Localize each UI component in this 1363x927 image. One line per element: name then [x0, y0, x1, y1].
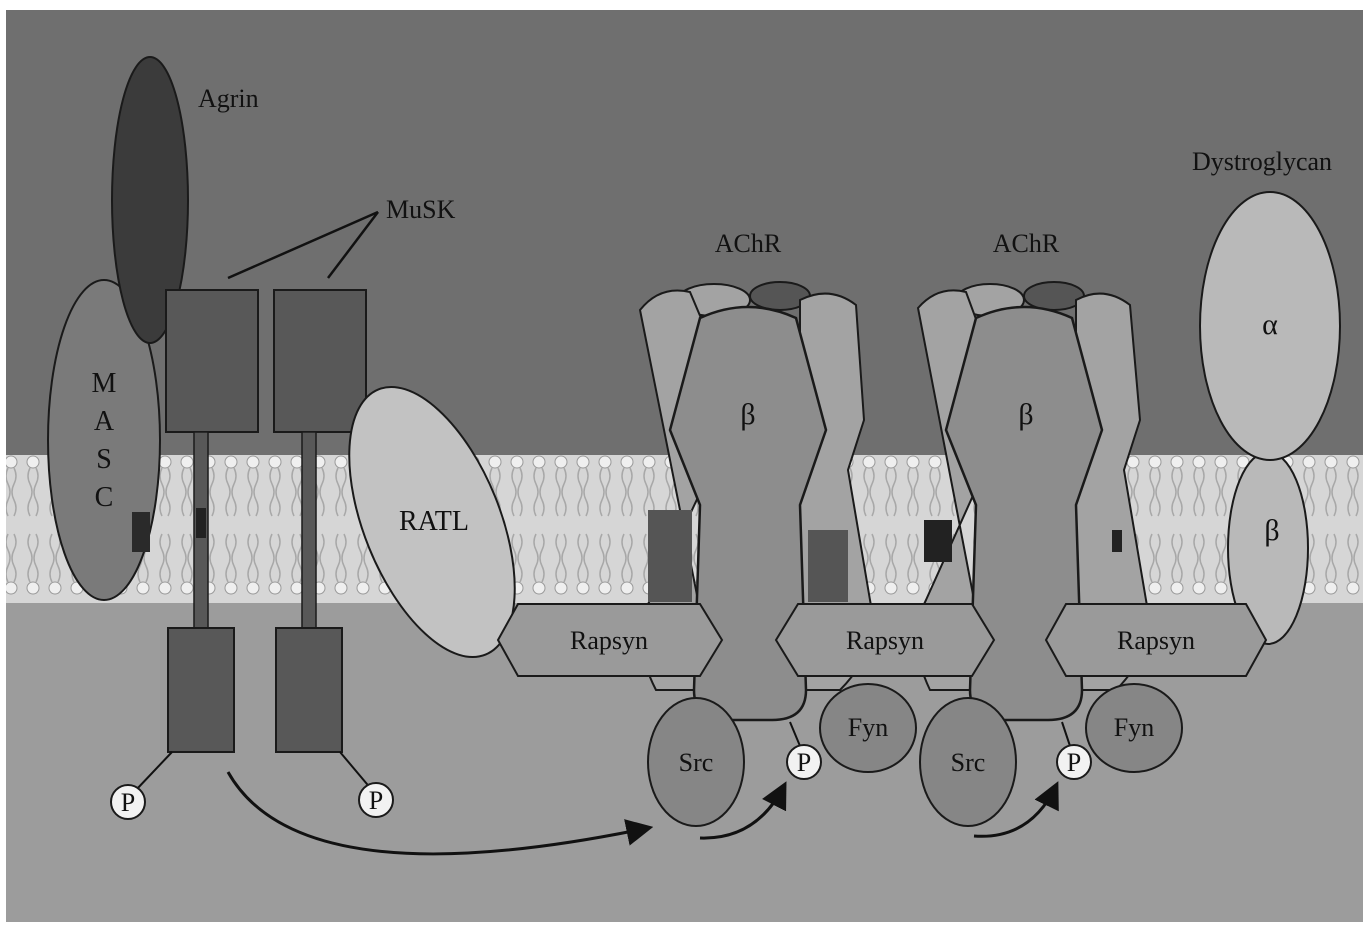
phosphate-label-achr-1: P	[797, 748, 811, 777]
ratl-label: RATL	[399, 506, 469, 537]
fyn-1-label: Fyn	[848, 713, 888, 742]
dystroglycan-alpha-label: α	[1262, 308, 1278, 341]
musk-label: MuSK	[386, 195, 456, 224]
masc-letter-a: A	[94, 406, 115, 437]
achr-right-label: AChR	[993, 229, 1060, 258]
dystroglycan-label: Dystroglycan	[1192, 147, 1332, 176]
achr-left-beta-label: β	[740, 398, 755, 431]
masc-letter-c: C	[95, 482, 114, 513]
agrin-label: Agrin	[198, 84, 259, 113]
phosphate-label-musk-left: P	[121, 788, 135, 817]
src-1-label: Src	[679, 748, 714, 777]
rapsyn-1-label: Rapsyn	[570, 626, 648, 655]
achr-right-beta-label: β	[1018, 398, 1033, 431]
masc-membrane-anchor	[132, 512, 150, 552]
fyn-2-label: Fyn	[1114, 713, 1154, 742]
dystroglycan-beta-label: β	[1264, 514, 1279, 547]
phosphate-label-musk-right: P	[369, 786, 383, 815]
masc-letter-m: M	[92, 368, 117, 399]
musk-kinase-left	[168, 628, 234, 752]
musk-extracellular-left	[166, 290, 258, 432]
achr-left-label: AChR	[715, 229, 782, 258]
phosphate-label-achr-2: P	[1067, 748, 1081, 777]
rapsyn-3-label: Rapsyn	[1117, 626, 1195, 655]
src-2-label: Src	[951, 748, 986, 777]
rapsyn-2-label: Rapsyn	[846, 626, 924, 655]
masc-letter-s: S	[96, 444, 112, 475]
musk-transmembrane-right	[302, 432, 316, 630]
musk-tm-mark-left	[196, 508, 206, 538]
musk-extracellular-right	[274, 290, 366, 432]
musk-kinase-right	[276, 628, 342, 752]
